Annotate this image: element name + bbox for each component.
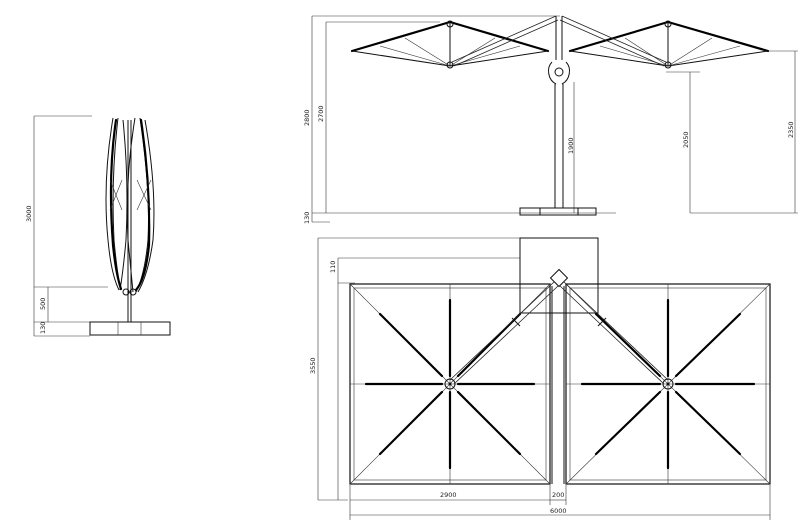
plan-view: 110 3550 2900 200 6000 — [309, 237, 771, 520]
dim-plan-depth: 3550 — [309, 357, 317, 374]
central-arms — [451, 15, 667, 85]
left-canopy — [350, 20, 550, 69]
dim-front-total-height: 2800 — [303, 109, 311, 126]
dim-side-total-height: 3000 — [25, 205, 33, 222]
side-view: 3000 500 130 — [25, 115, 171, 337]
dim-front-arm-height: 2050 — [682, 131, 690, 148]
dim-front-base: 130 — [303, 212, 311, 224]
dim-plan-canopy-width: 2900 — [440, 491, 457, 499]
dim-plan-gap: 200 — [552, 491, 564, 499]
folded-canopy — [105, 117, 155, 300]
front-base-plate — [519, 207, 597, 216]
plan-base-block — [519, 237, 599, 314]
dim-front-pole-height: 1900 — [567, 137, 575, 154]
dim-front-right-height: 2350 — [787, 121, 795, 138]
right-canopy — [568, 20, 770, 69]
plan-central-arms — [449, 268, 669, 484]
front-elevation: 2800 2700 130 1900 2050 2350 — [303, 15, 798, 224]
dim-plan-total-width: 6000 — [550, 507, 567, 515]
side-base-plate — [89, 321, 171, 336]
plan-right-hub — [662, 378, 674, 390]
dim-front-mid-height: 2700 — [317, 105, 325, 122]
plan-left-canopy — [349, 283, 551, 485]
dim-side-base: 130 — [39, 322, 47, 334]
plan-left-hub — [444, 378, 456, 390]
dim-plan-top-gap: 110 — [329, 261, 337, 273]
plan-right-canopy — [565, 283, 771, 485]
dim-side-base-offset: 500 — [39, 298, 47, 310]
